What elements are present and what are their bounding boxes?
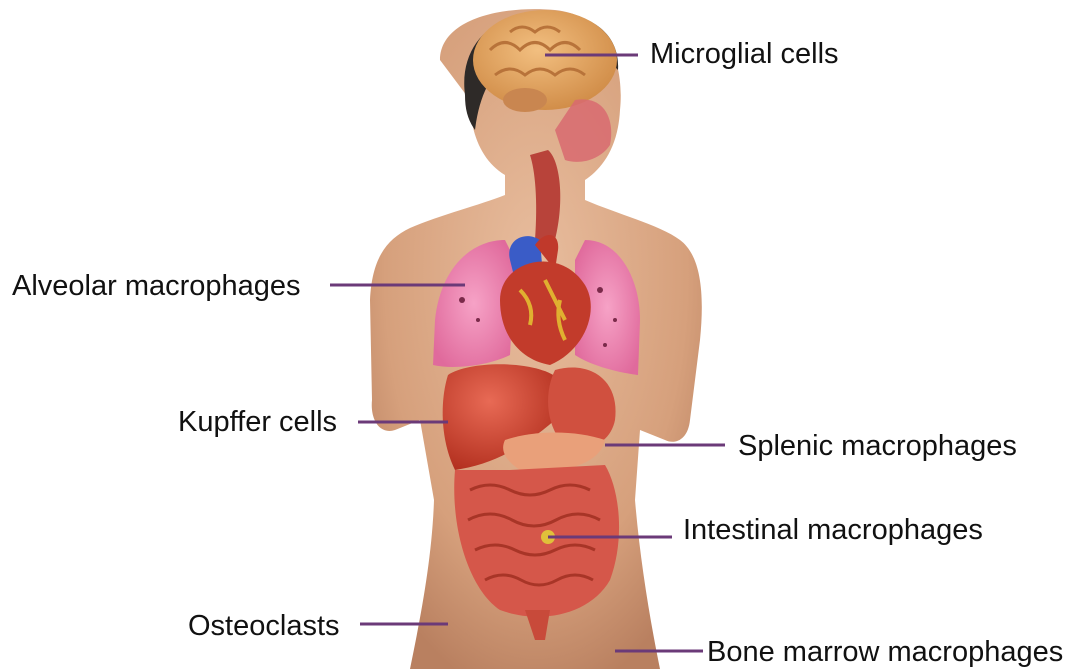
label-alveolar-macrophages: Alveolar macrophages [12, 272, 301, 301]
label-kupffer-cells: Kupffer cells [178, 408, 337, 437]
label-bone-marrow-macrophages: Bone marrow macrophages [707, 638, 1063, 667]
label-splenic-macrophages: Splenic macrophages [738, 432, 1017, 461]
label-microglial-cells: Microglial cells [650, 40, 839, 69]
label-osteoclasts: Osteoclasts [188, 612, 340, 641]
label-intestinal-macrophages: Intestinal macrophages [683, 516, 983, 545]
